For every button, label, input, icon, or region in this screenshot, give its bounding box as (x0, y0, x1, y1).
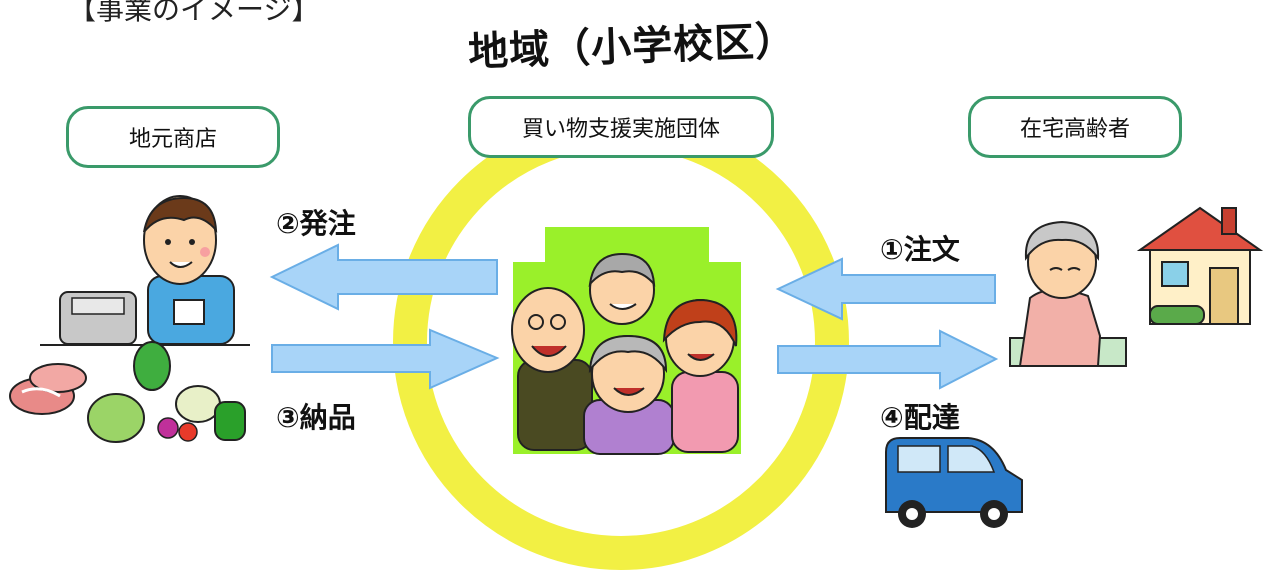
elderly-label: 在宅高齢者 (1019, 117, 1130, 142)
step-delivery-to-home: ④配達 (880, 401, 960, 434)
arrow-delivery-to-org (271, 328, 500, 390)
step-purchase-order: ②発注 (276, 207, 356, 240)
elderly-woman-icon (1009, 220, 1127, 367)
arrow-order (775, 257, 996, 321)
organization-label: 買い物支援実施団体 (521, 117, 720, 142)
register-icon (40, 291, 250, 346)
elderly-box: 在宅高齢者 (968, 96, 1182, 158)
organization-box: 買い物支援実施団体 (468, 96, 774, 158)
step-order: ①注文 (880, 233, 960, 266)
arrow-purchase-order (269, 243, 498, 311)
group-people-icon (511, 227, 741, 455)
house-icon (1136, 206, 1264, 325)
diagram-title: 地域（小学校区） (467, 18, 797, 76)
meat-icon (9, 363, 87, 415)
step-delivery-to-org: ③納品 (276, 401, 356, 434)
vegetables-icon (87, 341, 246, 443)
shopkeeper-icon (143, 195, 235, 345)
page-caption: 【事業のイメージ】 (68, 0, 320, 26)
shop-label: 地元商店 (128, 127, 217, 152)
car-icon (885, 437, 1023, 528)
shop-box: 地元商店 (66, 106, 280, 168)
arrow-delivery-to-home (777, 329, 999, 390)
